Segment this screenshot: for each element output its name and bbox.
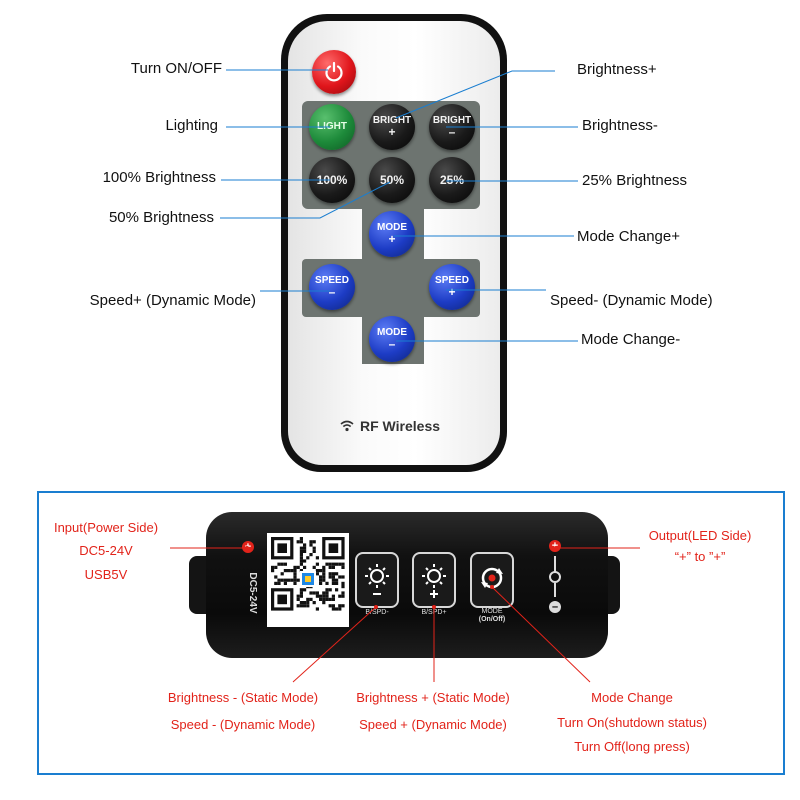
- output-plus-text: +: [551, 540, 559, 552]
- dc-voltage-text: DC5-24V: [247, 572, 258, 614]
- wireless-signal-icon: [340, 420, 354, 432]
- brightness-25-label: 25%: [439, 173, 465, 187]
- light-button-label: LIGHT: [317, 121, 347, 132]
- brightness-minus-label-2: Speed - (Dynamic Mode): [170, 717, 316, 732]
- speed-minus-button[interactable]: SPEED –: [309, 264, 355, 310]
- brightness-50-button[interactable]: 50%: [369, 157, 415, 203]
- brightness-25-button[interactable]: 25%: [429, 157, 475, 203]
- output-plus-marker: +: [549, 540, 561, 552]
- input-plus-marker: +: [242, 541, 254, 553]
- key2-label: B/SPD+: [421, 609, 447, 616]
- label-50-brightness: 50% Brightness: [108, 209, 214, 226]
- key3-label-mode: MODE: [481, 608, 503, 615]
- speed-plus-button[interactable]: SPEED +: [429, 264, 475, 310]
- label-turn-on-off: Turn ON/OFF: [130, 60, 222, 77]
- remote-brand: RF Wireless: [340, 418, 440, 434]
- mode-change-label-2: Turn On(shutdown status): [557, 715, 707, 730]
- sun-plus-icon: [422, 564, 446, 598]
- dc-voltage-label: DC5-24V: [244, 568, 258, 618]
- brightness-100-button[interactable]: 100%: [309, 157, 355, 203]
- label-lighting: Lighting: [165, 117, 218, 134]
- remote-brand-text: RF Wireless: [360, 418, 441, 434]
- mode-plus-button[interactable]: MODE +: [369, 211, 415, 257]
- output-terminal-line2: [554, 583, 556, 597]
- label-speed-plus: Speed+ (Dynamic Mode): [89, 292, 256, 309]
- speed-plus-bottom: +: [448, 285, 456, 299]
- bright-plus-bottom: +: [388, 125, 396, 139]
- mode-plus-bottom: +: [388, 232, 396, 246]
- sun-minus-icon: [365, 564, 389, 595]
- brightness-50-label: 50%: [379, 173, 405, 187]
- bright-minus-button[interactable]: BRIGHT –: [429, 104, 475, 150]
- mode-minus-bottom: –: [388, 337, 396, 351]
- mode-minus-top: MODE: [377, 327, 407, 338]
- output-terminal-line: [554, 556, 556, 572]
- brightness-minus-key[interactable]: [355, 552, 399, 608]
- label-100-brightness: 100% Brightness: [102, 169, 216, 186]
- output-label-2: “+” to ”+”: [674, 549, 726, 564]
- light-button[interactable]: LIGHT: [309, 104, 355, 150]
- power-icon: [325, 61, 343, 82]
- input-label-3: USB5V: [84, 567, 128, 582]
- mode-cycle-icon: [481, 567, 503, 589]
- power-button[interactable]: [312, 50, 356, 94]
- brightness-plus-key[interactable]: [412, 552, 456, 608]
- output-minus-marker: –: [549, 601, 561, 613]
- bright-plus-top: BRIGHT: [372, 115, 412, 126]
- speed-plus-top: SPEED: [435, 275, 469, 286]
- input-label-1: Input(Power Side): [53, 520, 159, 535]
- mode-minus-button[interactable]: MODE –: [369, 316, 415, 362]
- key1-label: B/SPD-: [365, 609, 389, 616]
- mode-change-label-3: Turn Off(long press): [574, 739, 690, 754]
- input-label-2: DC5-24V: [79, 543, 133, 558]
- brightness-plus-label-1: Brightness + (Static Mode): [356, 690, 510, 705]
- label-25-brightness: 25% Brightness: [582, 172, 688, 189]
- bright-minus-top: BRIGHT: [432, 115, 472, 126]
- label-mode-change-minus: Mode Change-: [581, 331, 681, 348]
- speed-minus-bottom: –: [328, 285, 336, 299]
- label-speed-minus: Speed- (Dynamic Mode): [550, 292, 713, 309]
- speed-minus-top: SPEED: [315, 275, 349, 286]
- label-brightness-minus: Brightness-: [582, 117, 658, 134]
- qr-code: [267, 533, 349, 627]
- label-brightness-plus: Brightness+: [577, 61, 657, 78]
- input-plus-text: +: [244, 541, 252, 553]
- brightness-minus-label-1: Brightness - (Static Mode): [167, 690, 319, 705]
- bright-minus-bottom: –: [448, 125, 456, 139]
- mode-plus-top: MODE: [377, 222, 407, 233]
- output-terminal-ring: [549, 571, 561, 583]
- key3-label-onoff: (On/Off): [478, 616, 506, 623]
- mode-key[interactable]: [470, 552, 514, 608]
- bright-plus-button[interactable]: BRIGHT +: [369, 104, 415, 150]
- output-label-1: Output(LED Side): [648, 528, 752, 543]
- brightness-plus-label-2: Speed + (Dynamic Mode): [359, 717, 507, 732]
- brightness-100-label: 100%: [316, 173, 348, 187]
- label-mode-change-plus: Mode Change+: [577, 228, 680, 245]
- output-minus-text: –: [551, 601, 559, 613]
- mode-change-label-1: Mode Change: [591, 690, 673, 705]
